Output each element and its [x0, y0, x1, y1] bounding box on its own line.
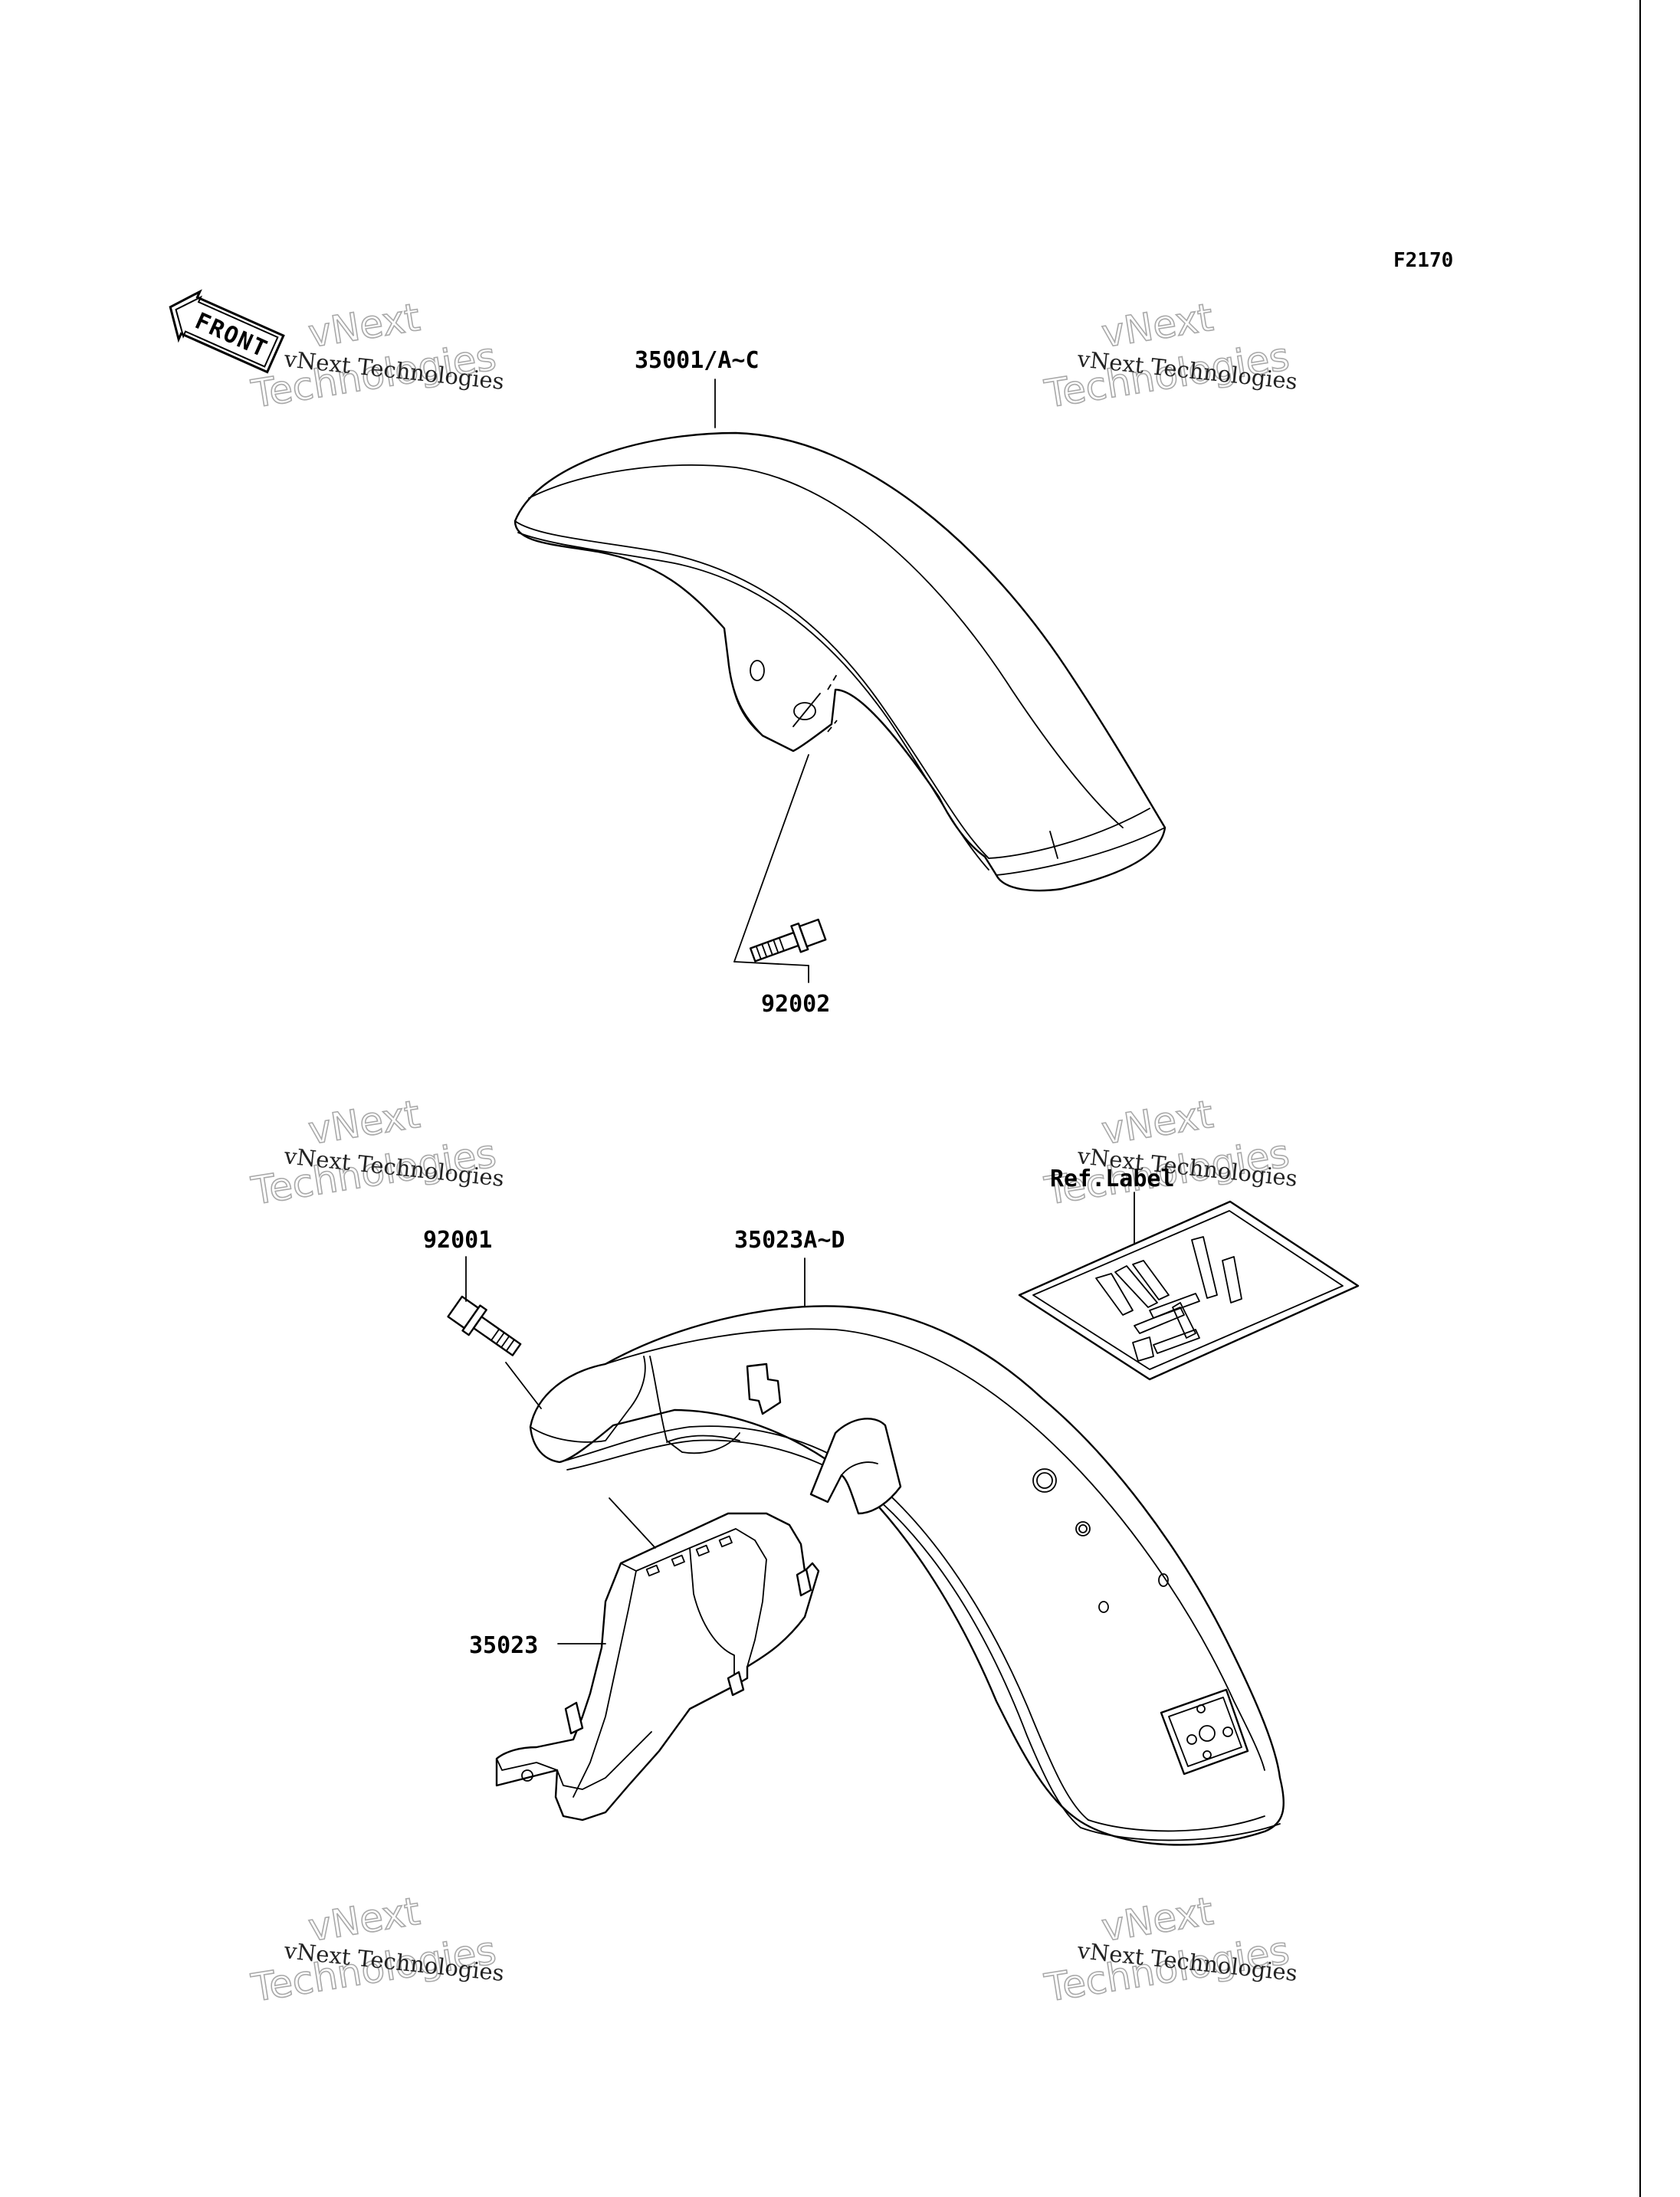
front-arrow-icon: FRONT	[169, 289, 285, 374]
part-label-front-fender: 35001/A~C	[635, 347, 760, 374]
rear-fender-hole	[1078, 1524, 1088, 1533]
rear-fender-body	[529, 1305, 1285, 1846]
front-fender-drawing	[514, 431, 1166, 892]
front-fender-tail-lip	[988, 808, 1150, 859]
front-fender-stay-edge	[727, 658, 763, 736]
watermark: vNext Technologies	[248, 294, 500, 417]
leader-line	[505, 1362, 542, 1409]
rear-inner-flap-edge	[556, 1731, 652, 1790]
front-fender-rim-line	[517, 532, 989, 871]
bolt-icon	[749, 918, 827, 962]
rear-fender-inner-lip	[649, 1356, 740, 1454]
rear-inner-flap-edge	[689, 1547, 735, 1687]
rear-inner-flap-edge	[620, 1528, 767, 1667]
bolt-icon	[447, 1295, 522, 1356]
rear-fender-front-edge	[530, 1356, 646, 1443]
leader-line	[733, 961, 809, 966]
front-fender-tail-lip	[996, 827, 1166, 876]
rear-fender-crown-line	[605, 1328, 1265, 1771]
rear-fender-hole	[1199, 1725, 1216, 1742]
rear-fender-bracket	[746, 1362, 782, 1415]
watermark: vNext Technologies	[248, 1091, 500, 1214]
rear-inner-flap-drawing	[495, 1512, 820, 1822]
rear-inner-flap-clip	[796, 1568, 812, 1597]
ref-label-glyph	[1095, 1236, 1242, 1362]
rear-inner-flap-slot	[718, 1535, 733, 1548]
rear-fender-tail-lip	[1088, 1815, 1265, 1832]
rear-fender-rim-line	[566, 1439, 1081, 1828]
part-label-front-bolt: 92002	[761, 991, 830, 1018]
rear-fender-hole	[1222, 1726, 1233, 1737]
ref-label-drawing	[1018, 1200, 1360, 1381]
watermark: vNext Technologies	[248, 1888, 500, 2011]
rear-fender-hole	[1032, 1468, 1057, 1493]
part-label-rear-fender: 35023A~D	[734, 1227, 845, 1254]
rear-fender-stay-edge	[841, 1461, 878, 1476]
watermark: vNext Technologies	[1041, 1091, 1293, 1214]
watermark: vNext Technologies	[1041, 1888, 1293, 2011]
rear-fender-hole	[1203, 1750, 1212, 1759]
ref-label-sheet-inner	[1032, 1210, 1344, 1370]
front-fender-hidden-line	[827, 720, 838, 733]
figure-code: F2170	[1393, 249, 1453, 272]
rear-inner-flap-edge	[573, 1570, 637, 1798]
front-fender-mount-hole	[750, 660, 765, 681]
front-fender-crown-line	[528, 464, 1124, 828]
front-fender-hole-axis	[792, 693, 821, 727]
rear-fender-drawing	[529, 1305, 1285, 1846]
rear-fender-hole	[1186, 1734, 1197, 1745]
rear-fender-tail-lip	[1080, 1823, 1281, 1841]
ref-label-sheet	[1018, 1200, 1360, 1381]
front-fender-hidden-line	[827, 674, 838, 690]
rear-fender-hole	[1098, 1601, 1109, 1613]
rear-inner-flap-slot	[645, 1564, 660, 1577]
rear-fender-stay	[809, 1418, 902, 1515]
rear-fender-rim-line	[559, 1425, 1089, 1821]
front-fender-rim-line	[514, 520, 989, 859]
rear-fender-inner-lip	[666, 1435, 740, 1443]
rear-inner-flap-slot	[671, 1554, 685, 1567]
part-label-rear-inner-flap: 35023	[469, 1632, 538, 1659]
rear-fender-hole	[1036, 1472, 1053, 1489]
leader-line	[733, 754, 809, 962]
part-label-rear-bolt: 92001	[423, 1227, 492, 1254]
front-fender-body	[514, 431, 1166, 892]
front-fender-mount-hole	[793, 702, 816, 720]
rear-inner-flap-edge	[496, 1758, 558, 1771]
rear-fender-hole	[1158, 1573, 1169, 1587]
rear-inner-flap-clip	[727, 1671, 745, 1697]
rear-fender-hole	[1196, 1704, 1206, 1713]
rear-fender-plate-mount-inner	[1168, 1697, 1242, 1767]
rear-inner-flap-slot	[695, 1544, 710, 1557]
rear-inner-flap-hole	[521, 1769, 533, 1782]
rear-inner-flap-clip	[564, 1701, 584, 1735]
front-fender-tail-edge	[1049, 831, 1058, 859]
part-label-ref-label: Ref.Label	[1050, 1166, 1175, 1192]
watermark: vNext Technologies	[1041, 294, 1293, 417]
leader-line	[609, 1497, 656, 1549]
rear-inner-flap-body	[495, 1512, 820, 1822]
rear-fender-hole	[1075, 1521, 1091, 1536]
